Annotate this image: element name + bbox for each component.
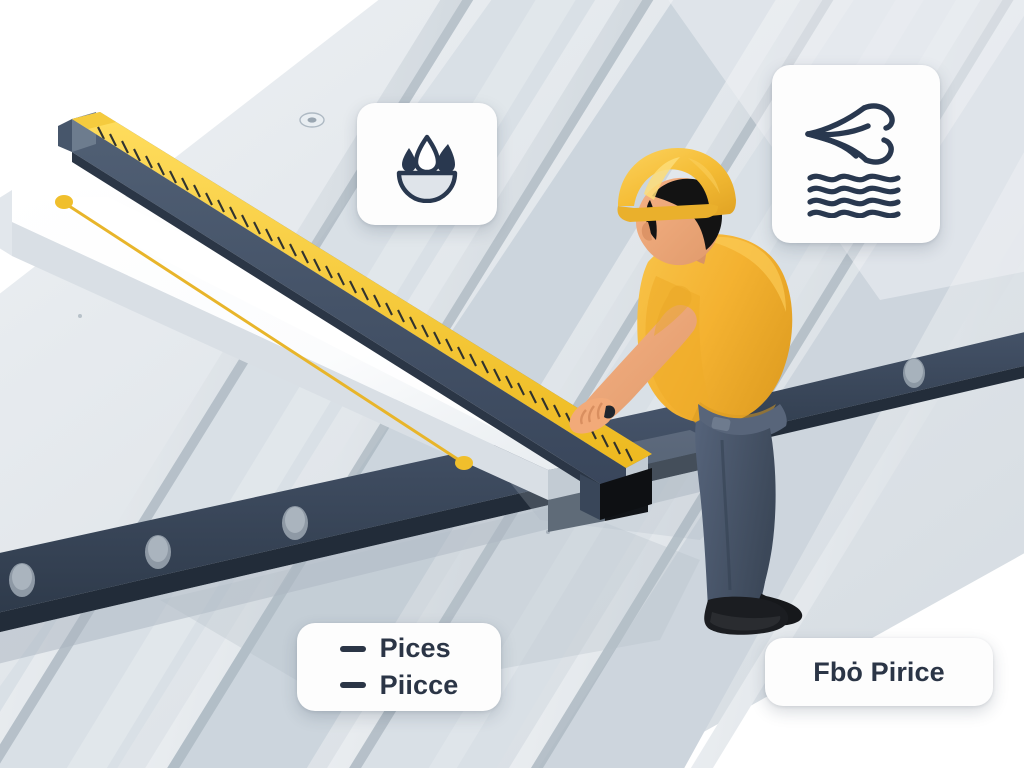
pieces-label-card[interactable]: Pices Piicce — [297, 623, 501, 711]
pieces-label-line-1: Pices — [379, 633, 451, 664]
list-item[interactable]: Pices — [339, 632, 459, 665]
wind-waves-icon — [805, 103, 901, 218]
measurement-guide-line — [55, 195, 473, 470]
airflow-icon-card[interactable] — [772, 65, 940, 243]
tape-tick-marks — [97, 126, 633, 462]
hard-hat-brim — [617, 204, 718, 222]
wave-lines — [807, 173, 901, 218]
construction-worker — [569, 148, 803, 635]
purlin-rib-caps — [9, 506, 308, 597]
fire-resistance-icon-card[interactable] — [357, 103, 497, 225]
roof-fastener-screw — [299, 112, 325, 128]
worker-front-leg — [695, 420, 789, 635]
flame-drop-bowl-icon — [396, 134, 458, 203]
surface-speck — [78, 314, 82, 318]
fbo-price-label: Fbȯ Pirice — [813, 656, 945, 687]
yellow-tape-measure — [72, 112, 652, 468]
pieces-bullet-list: Pices Piicce — [339, 632, 459, 702]
list-item[interactable]: Piicce — [339, 669, 459, 702]
worker-hand — [569, 398, 616, 434]
worker-hair — [652, 178, 722, 250]
worker-head — [617, 148, 736, 266]
fbo-price-label-card[interactable]: Fbȯ Pirice — [765, 638, 993, 706]
dash-bullet-icon — [339, 682, 366, 689]
worker-hard-hat — [618, 148, 736, 216]
measure-endpoint-start — [55, 195, 73, 209]
measure-endpoint-end — [455, 456, 473, 470]
dash-bullet-icon — [339, 645, 366, 652]
worker-arm — [569, 285, 697, 434]
pieces-label-line-2: Piicce — [379, 670, 459, 700]
